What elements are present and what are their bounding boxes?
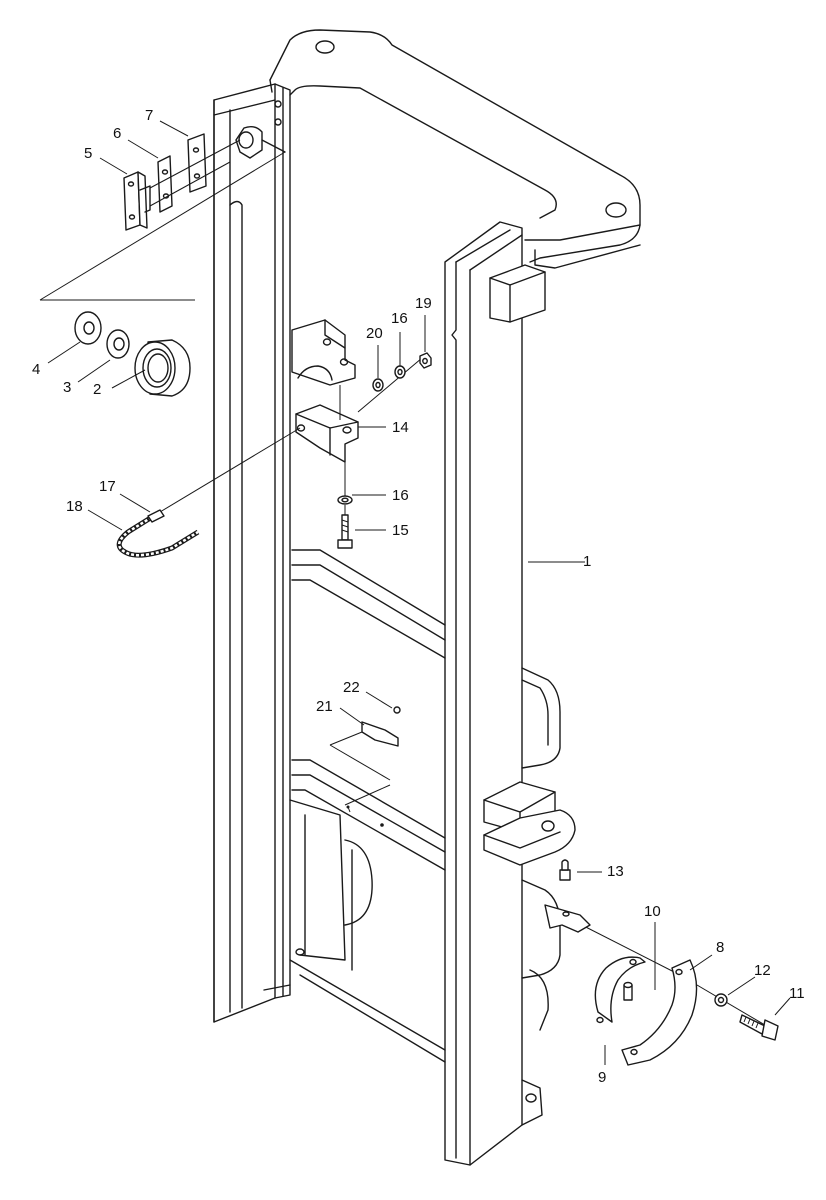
callout-17: 17 — [99, 478, 116, 495]
callout-8: 8 — [716, 939, 724, 956]
callout-3: 3 — [63, 379, 71, 396]
callout-2: 2 — [93, 381, 101, 398]
callout-1: 1 — [583, 553, 591, 570]
callout-11: 11 — [789, 985, 805, 1002]
callout-16-top: 16 — [391, 310, 408, 327]
callout-6: 6 — [113, 125, 121, 142]
part-19-nut — [419, 352, 432, 369]
part-12-washer — [714, 993, 728, 1007]
part-20-washer — [372, 378, 384, 392]
callout-7: 7 — [145, 107, 153, 124]
part-14-bracket — [295, 404, 359, 463]
part-11-bolt — [739, 1014, 779, 1041]
part-17-fitting — [147, 509, 165, 523]
callout-14: 14 — [392, 419, 409, 436]
part-4-washer — [74, 311, 102, 345]
part-22-rivet — [393, 706, 401, 714]
callout-22: 22 — [343, 679, 360, 696]
callout-21: 21 — [316, 698, 333, 715]
middle-crossmember — [291, 549, 561, 871]
part-8-cap — [621, 959, 698, 1066]
callout-labels: 1 2 3 4 5 6 7 8 9 10 11 12 13 14 15 16 1… — [32, 107, 805, 1086]
callout-13: 13 — [607, 863, 624, 880]
leader-lines — [47, 120, 791, 1065]
callout-5: 5 — [84, 145, 92, 162]
top-crossbeam — [269, 29, 641, 269]
part-13-grease-nipple — [559, 859, 571, 881]
part-5-plate — [123, 171, 151, 231]
part-9-cap-half — [594, 956, 646, 1024]
sheave-bracket — [235, 100, 286, 159]
part-16-washer-top — [394, 365, 406, 379]
callout-15: 15 — [392, 522, 409, 539]
chain-anchor-block — [483, 781, 576, 866]
callout-19: 19 — [415, 295, 432, 312]
part-21-label-plate — [361, 721, 399, 747]
part-2-bearing — [134, 339, 191, 397]
part-18-hose — [116, 509, 200, 558]
callout-10: 10 — [644, 903, 661, 920]
left-rail — [213, 83, 291, 1023]
right-rail — [444, 221, 546, 1166]
explosion-lines — [39, 139, 771, 1029]
part-3-washer — [106, 329, 130, 359]
mount-hole-2 — [346, 805, 350, 809]
callout-20: 20 — [366, 325, 383, 342]
part-10-pin — [623, 981, 633, 1001]
part-15-bolt — [337, 514, 353, 549]
part-21-guide — [329, 731, 363, 746]
callout-4: 4 — [32, 361, 40, 378]
callout-12: 12 — [754, 962, 771, 979]
callout-9: 9 — [598, 1069, 606, 1086]
mount-hole — [380, 823, 384, 827]
lower-crossmember — [289, 799, 561, 1126]
part-16-washer-bottom — [337, 495, 353, 505]
trunnion-mount — [544, 904, 591, 933]
callout-18: 18 — [66, 498, 83, 515]
callout-16-bottom: 16 — [392, 487, 409, 504]
part-6-plate — [157, 155, 173, 213]
cylinder-bracket — [291, 319, 356, 386]
